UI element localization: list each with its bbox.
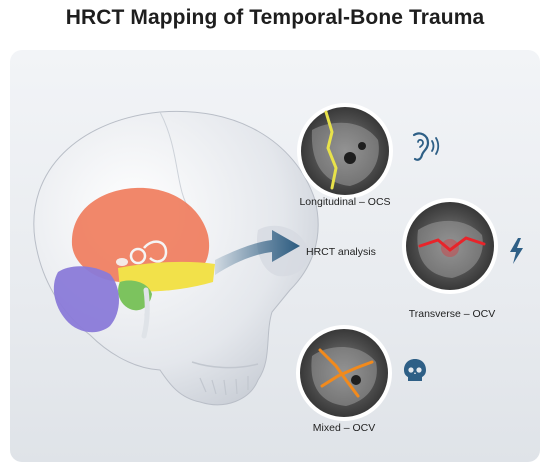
lightning-bolt-icon xyxy=(510,238,523,264)
analysis-arrow xyxy=(215,230,300,275)
ct-panel-mixed xyxy=(296,325,392,421)
fracture-line-mixed-b xyxy=(320,360,374,388)
temporal-bone-regions xyxy=(53,187,215,339)
diagram-title: HRCT Mapping of Temporal-Bone Trauma xyxy=(65,6,485,29)
center-label: HRCT analysis xyxy=(306,246,376,258)
panel-label-mixed: Mixed – OCV xyxy=(312,422,376,434)
fracture-glow-transverse xyxy=(441,239,459,257)
ct-panel-longitudinal xyxy=(297,103,393,199)
purple-region xyxy=(53,266,119,333)
ct-panel-transverse xyxy=(402,198,498,294)
squamous-region xyxy=(71,187,210,282)
panel-label-longitudinal: Longitudinal – OCS xyxy=(299,196,391,208)
fracture-line-longitudinal xyxy=(324,110,338,190)
panel-label-transverse: Transverse – OCV xyxy=(408,308,496,320)
fracture-line-transverse xyxy=(418,236,486,252)
skull-icon xyxy=(404,359,426,381)
fracture-line-mixed-a xyxy=(318,348,360,398)
ear-icon xyxy=(412,132,440,161)
green-region xyxy=(118,280,152,311)
illustration-canvas xyxy=(33,103,523,421)
illustration-panel: Longitudinal – OCS HRCT analysis Transve… xyxy=(10,50,540,462)
